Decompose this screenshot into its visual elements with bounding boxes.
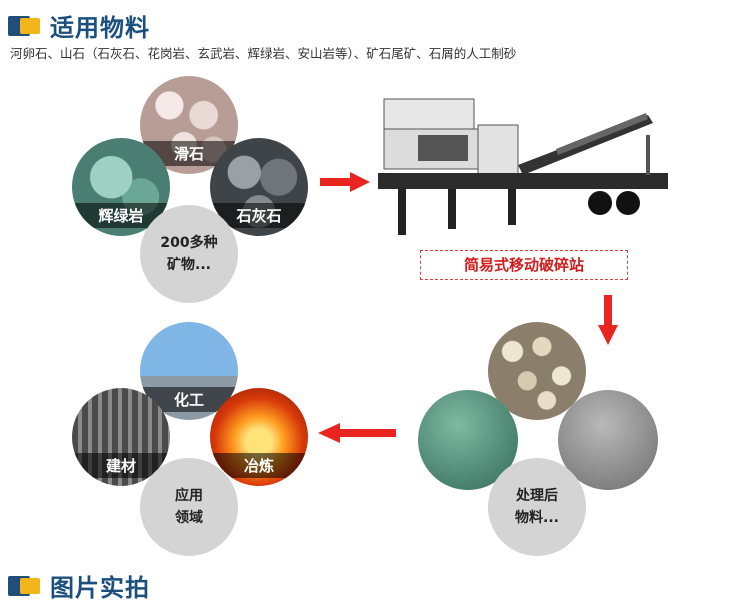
smelting-image: 冶炼 [210,388,308,486]
arrow-down-icon [598,295,618,345]
field-line1: 应用 [175,488,203,504]
arrow-left-icon [318,423,396,443]
section-title-materials: 适用物料 [8,8,150,43]
section-marker-icon [8,15,40,36]
processed-material-circle: 处理后物料... [488,458,586,556]
section-title-photos: 图片实拍 [8,568,150,603]
processed-line1: 处理后 [516,488,558,504]
mobile-crusher-machine-image [378,98,668,235]
section-title-text: 适用物料 [50,14,150,42]
section-title-text: 图片实拍 [50,574,150,602]
smelting-label: 冶炼 [210,453,308,478]
building-material-image: 建材 [72,388,170,486]
more-minerals-line1: 200多种 [160,235,218,251]
processed-line2: 物料... [515,510,559,526]
building-label: 建材 [72,453,170,478]
more-minerals-line2: 矿物... [167,257,211,273]
machine-caption: 简易式移动破碎站 [420,250,628,280]
limestone-image: 石灰石 [210,138,308,236]
aggregate-image [488,322,586,420]
chemical-label: 化工 [140,387,238,412]
materials-description: 河卵石、山石（石灰石、花岗岩、玄武岩、辉绿岩、安山岩等）、矿石尾矿、石屑的人工制… [10,46,517,61]
more-minerals-circle: 200多种矿物... [140,205,238,303]
field-line2: 领域 [175,510,203,526]
gray-sand-image [558,390,658,490]
section-marker-icon [8,575,40,596]
application-field-circle: 应用领域 [140,458,238,556]
arrow-right-icon [320,172,370,192]
